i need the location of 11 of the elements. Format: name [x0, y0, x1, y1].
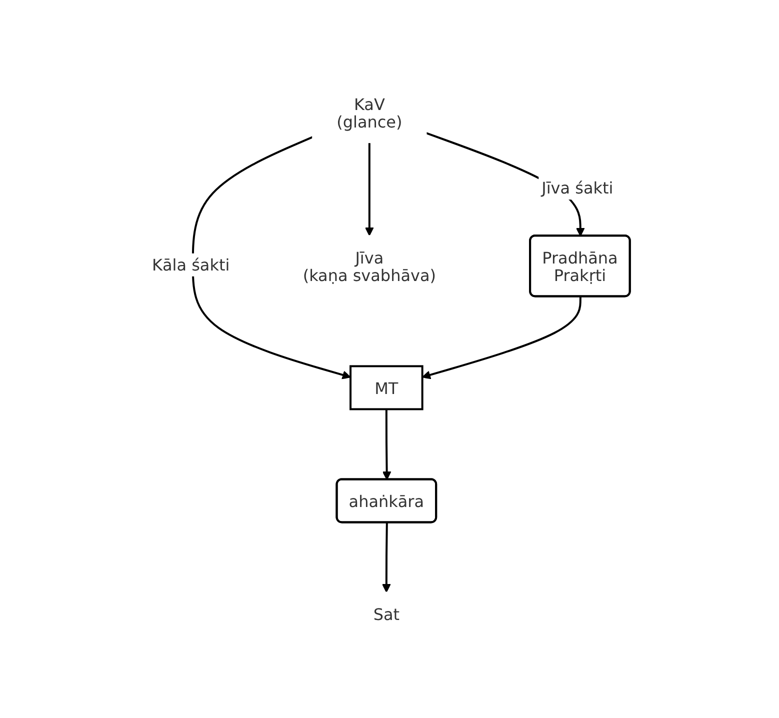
- node-text: Jīva (kaṇa svabhāva): [302, 249, 436, 286]
- node-box: MT: [349, 366, 423, 411]
- arrow: [364, 143, 374, 236]
- node-text: KaV (glance): [336, 95, 402, 132]
- arrow: [191, 136, 350, 380]
- arrow: [382, 523, 390, 593]
- node-text: Sat: [372, 606, 400, 625]
- arrow: [421, 297, 582, 380]
- arrow: [382, 410, 391, 480]
- edge-label: Jīva śakti: [541, 179, 613, 198]
- edge-label: Kāla śakti: [152, 256, 230, 275]
